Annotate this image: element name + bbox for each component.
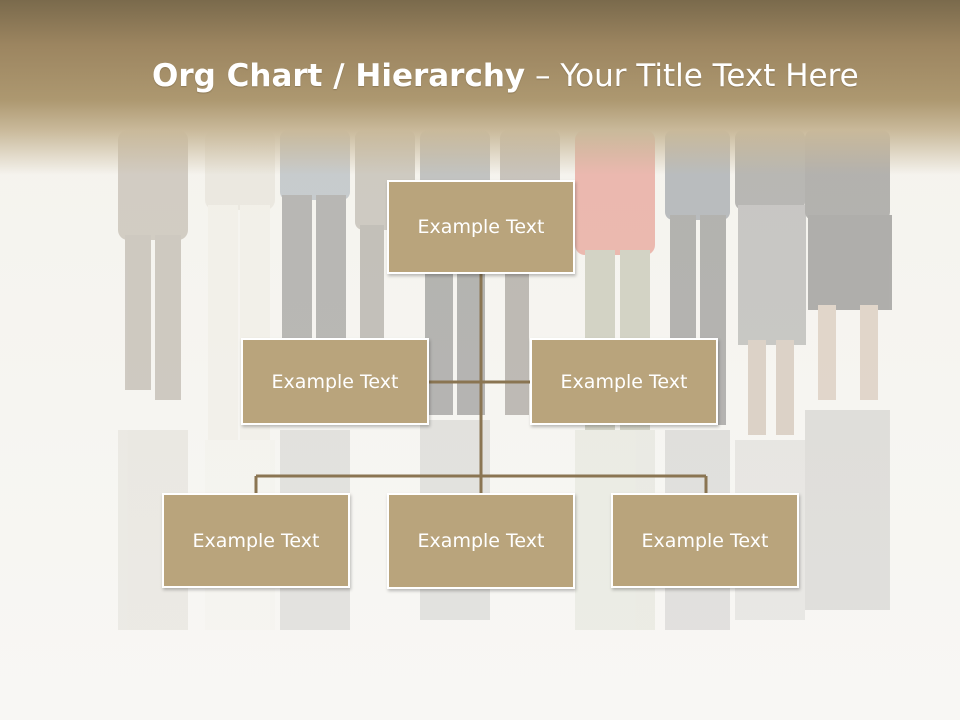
org-box-bottom-center[interactable]: Example Text (387, 493, 575, 589)
header-band (0, 0, 960, 175)
org-box-middle-right[interactable]: Example Text (530, 338, 718, 425)
org-box-bottom-left-label: Example Text (192, 529, 320, 552)
org-box-bottom-center-label: Example Text (417, 530, 545, 552)
org-box-middle-left-label: Example Text (271, 370, 399, 393)
org-box-middle-left[interactable]: Example Text (241, 338, 429, 425)
org-box-top[interactable]: Example Text (387, 180, 575, 274)
org-box-bottom-right-label: Example Text (641, 529, 769, 552)
org-box-top-label: Example Text (417, 216, 545, 238)
org-box-bottom-right[interactable]: Example Text (611, 493, 799, 588)
org-box-middle-right-label: Example Text (560, 370, 688, 393)
org-box-bottom-left[interactable]: Example Text (162, 493, 350, 588)
slide-title: Org Chart / Hierarchy – Your Title Text … (152, 54, 912, 98)
title-bold-part: Org Chart / Hierarchy (152, 58, 526, 94)
title-rest-part: – Your Title Text Here (525, 58, 859, 94)
